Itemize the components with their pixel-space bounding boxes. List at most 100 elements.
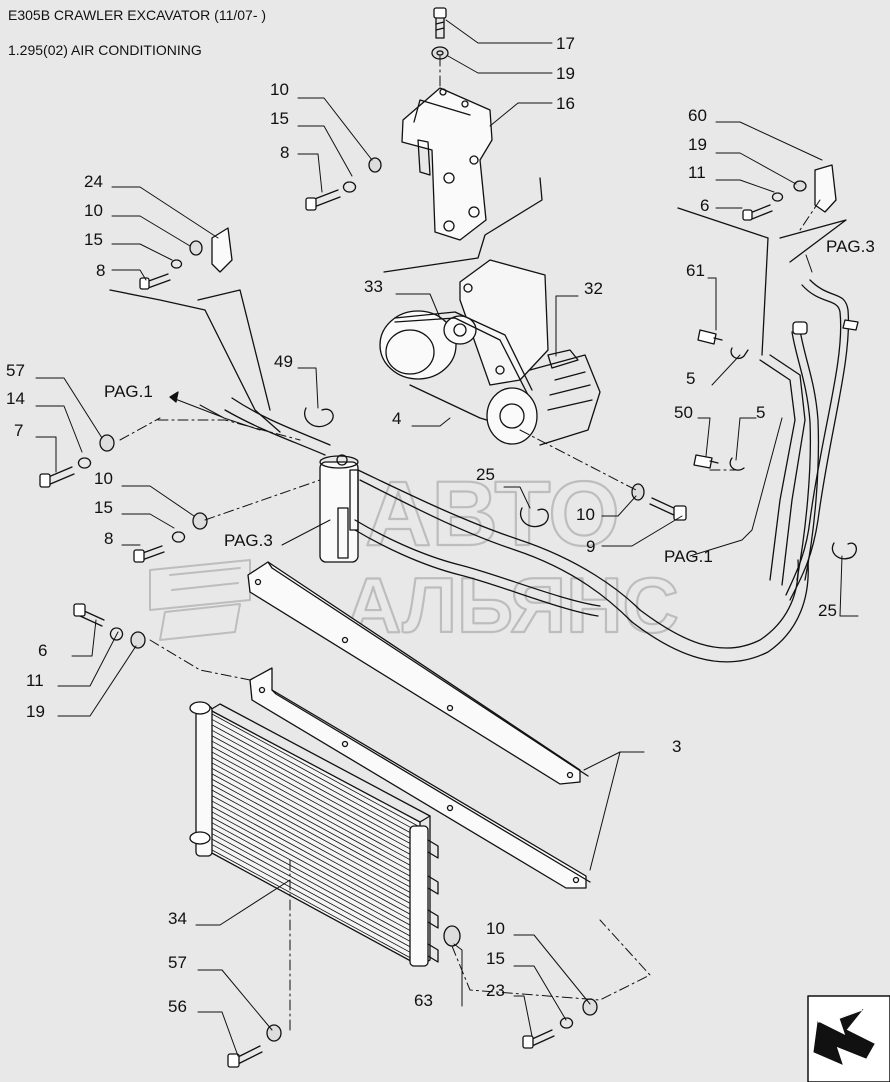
callout-19-left: 19	[26, 702, 45, 721]
callout-10-left-mid: 10	[94, 469, 113, 488]
refrigerant-hoses	[224, 279, 859, 663]
lockwasher-11-right	[771, 192, 784, 202]
condenser-fin	[211, 789, 419, 903]
mounting-bracket	[401, 87, 493, 241]
callout-5-lower: 5	[756, 403, 765, 422]
callout-33: 33	[364, 277, 383, 296]
page-ref-pag3-right[interactable]: PAG.3	[826, 237, 875, 256]
arrow-next-page-icon[interactable]	[813, 1008, 875, 1065]
callout-25-center: 25	[476, 465, 495, 484]
callout-14: 14	[6, 389, 25, 408]
callout-49: 49	[274, 352, 293, 371]
bolt-7	[39, 466, 75, 488]
callout-24: 24	[84, 172, 103, 191]
lockwasher-15-left-top	[170, 259, 183, 269]
washer-10-left-mid	[192, 512, 208, 530]
bolt-9	[649, 497, 687, 521]
washer-57-bottom	[266, 1024, 282, 1042]
callout-23: 23	[486, 981, 505, 1000]
condenser-fin	[211, 746, 419, 860]
callout-61: 61	[686, 261, 705, 280]
condenser-fin	[211, 844, 419, 957]
receiver-drier	[319, 454, 359, 563]
watermark-logo	[149, 559, 251, 641]
condenser-fin	[211, 719, 419, 832]
bracket-60	[814, 164, 837, 213]
clamp-25-center	[519, 507, 549, 528]
callout-7: 7	[14, 421, 23, 440]
bolt-8-left-mid	[133, 545, 165, 563]
lockwasher-11-left	[109, 627, 124, 641]
callout-6-left: 6	[38, 641, 47, 660]
callout-11-right: 11	[688, 163, 706, 182]
fitting-50	[693, 454, 719, 469]
callout-5-upper: 5	[686, 369, 695, 388]
callout-16: 16	[556, 94, 575, 113]
callout-8-top: 8	[280, 143, 289, 162]
callout-57-bottom: 57	[168, 953, 187, 972]
washer-19-right	[793, 180, 807, 192]
model-title: E305B CRAWLER EXCAVATOR (11/07- )	[8, 7, 267, 23]
callout-15-left-top: 15	[84, 230, 103, 249]
callout-8-left-mid: 8	[104, 529, 113, 548]
callout-34: 34	[168, 909, 187, 928]
washer-10-right	[631, 483, 645, 501]
callout-50: 50	[674, 403, 693, 422]
callout-57-left: 57	[6, 361, 25, 380]
condenser-fin	[211, 768, 419, 881]
condenser-fin	[211, 778, 419, 892]
cap-63	[443, 925, 461, 947]
clamp-49	[304, 407, 334, 428]
callout-15-bottom: 15	[486, 949, 505, 968]
callout-10-bottom: 10	[486, 919, 505, 938]
bolt-6-right	[742, 204, 773, 221]
section-title: 1.295(02) AIR CONDITIONING	[8, 42, 202, 58]
clip-5-lower	[729, 457, 745, 471]
condenser-fin	[211, 833, 419, 947]
page-ref-pag1-left[interactable]: PAG.1	[104, 382, 153, 401]
bolt-6-left	[73, 603, 105, 627]
condenser-fin	[211, 811, 419, 925]
bolt-23	[522, 1029, 555, 1049]
lockwasher-15-bottom	[559, 1017, 574, 1029]
watermark: АВТО АЛЬЯНС	[149, 462, 680, 650]
condenser-fin	[211, 735, 419, 849]
callout-15-top: 15	[270, 109, 289, 128]
washer-10-top	[368, 157, 382, 173]
washer-19-left	[130, 631, 146, 649]
support-strap-lower	[249, 667, 591, 889]
condenser-fin	[211, 729, 419, 843]
bolt-17	[433, 7, 447, 39]
callout-6-right: 6	[700, 196, 709, 215]
condenser-fin	[211, 784, 419, 898]
condenser-fin	[211, 800, 419, 914]
clamp-25-right	[831, 542, 858, 560]
callout-10-top: 10	[270, 80, 289, 99]
bolt-8-top	[305, 189, 341, 211]
lockwasher-14	[77, 457, 92, 469]
lockwasher-15-left-mid	[171, 531, 186, 543]
callout-11-left: 11	[26, 671, 44, 690]
clip-5-upper	[730, 347, 749, 360]
callout-19-right: 19	[688, 135, 707, 154]
condenser-fin	[211, 795, 419, 908]
callout-17: 17	[556, 34, 575, 53]
washer-19-top	[431, 46, 449, 60]
condenser-fin	[211, 816, 419, 930]
page-ref-pag3-center[interactable]: PAG.3	[224, 531, 273, 550]
callout-9: 9	[586, 537, 595, 556]
callout-63: 63	[414, 991, 433, 1010]
page-ref-pag1-right[interactable]: PAG.1	[664, 547, 713, 566]
washer-57-left	[99, 434, 115, 452]
condenser-fin	[211, 762, 419, 876]
bracket-24	[211, 227, 233, 273]
lockwasher-15-top	[342, 181, 357, 193]
condenser-fin	[211, 822, 419, 936]
condenser-fin	[211, 751, 419, 865]
callout-56: 56	[168, 997, 187, 1016]
callout-10-right: 10	[576, 505, 595, 524]
condenser-fin	[211, 806, 419, 919]
page-references[interactable]: PAG.1 PAG.3 PAG.3 PAG.1	[104, 237, 875, 566]
